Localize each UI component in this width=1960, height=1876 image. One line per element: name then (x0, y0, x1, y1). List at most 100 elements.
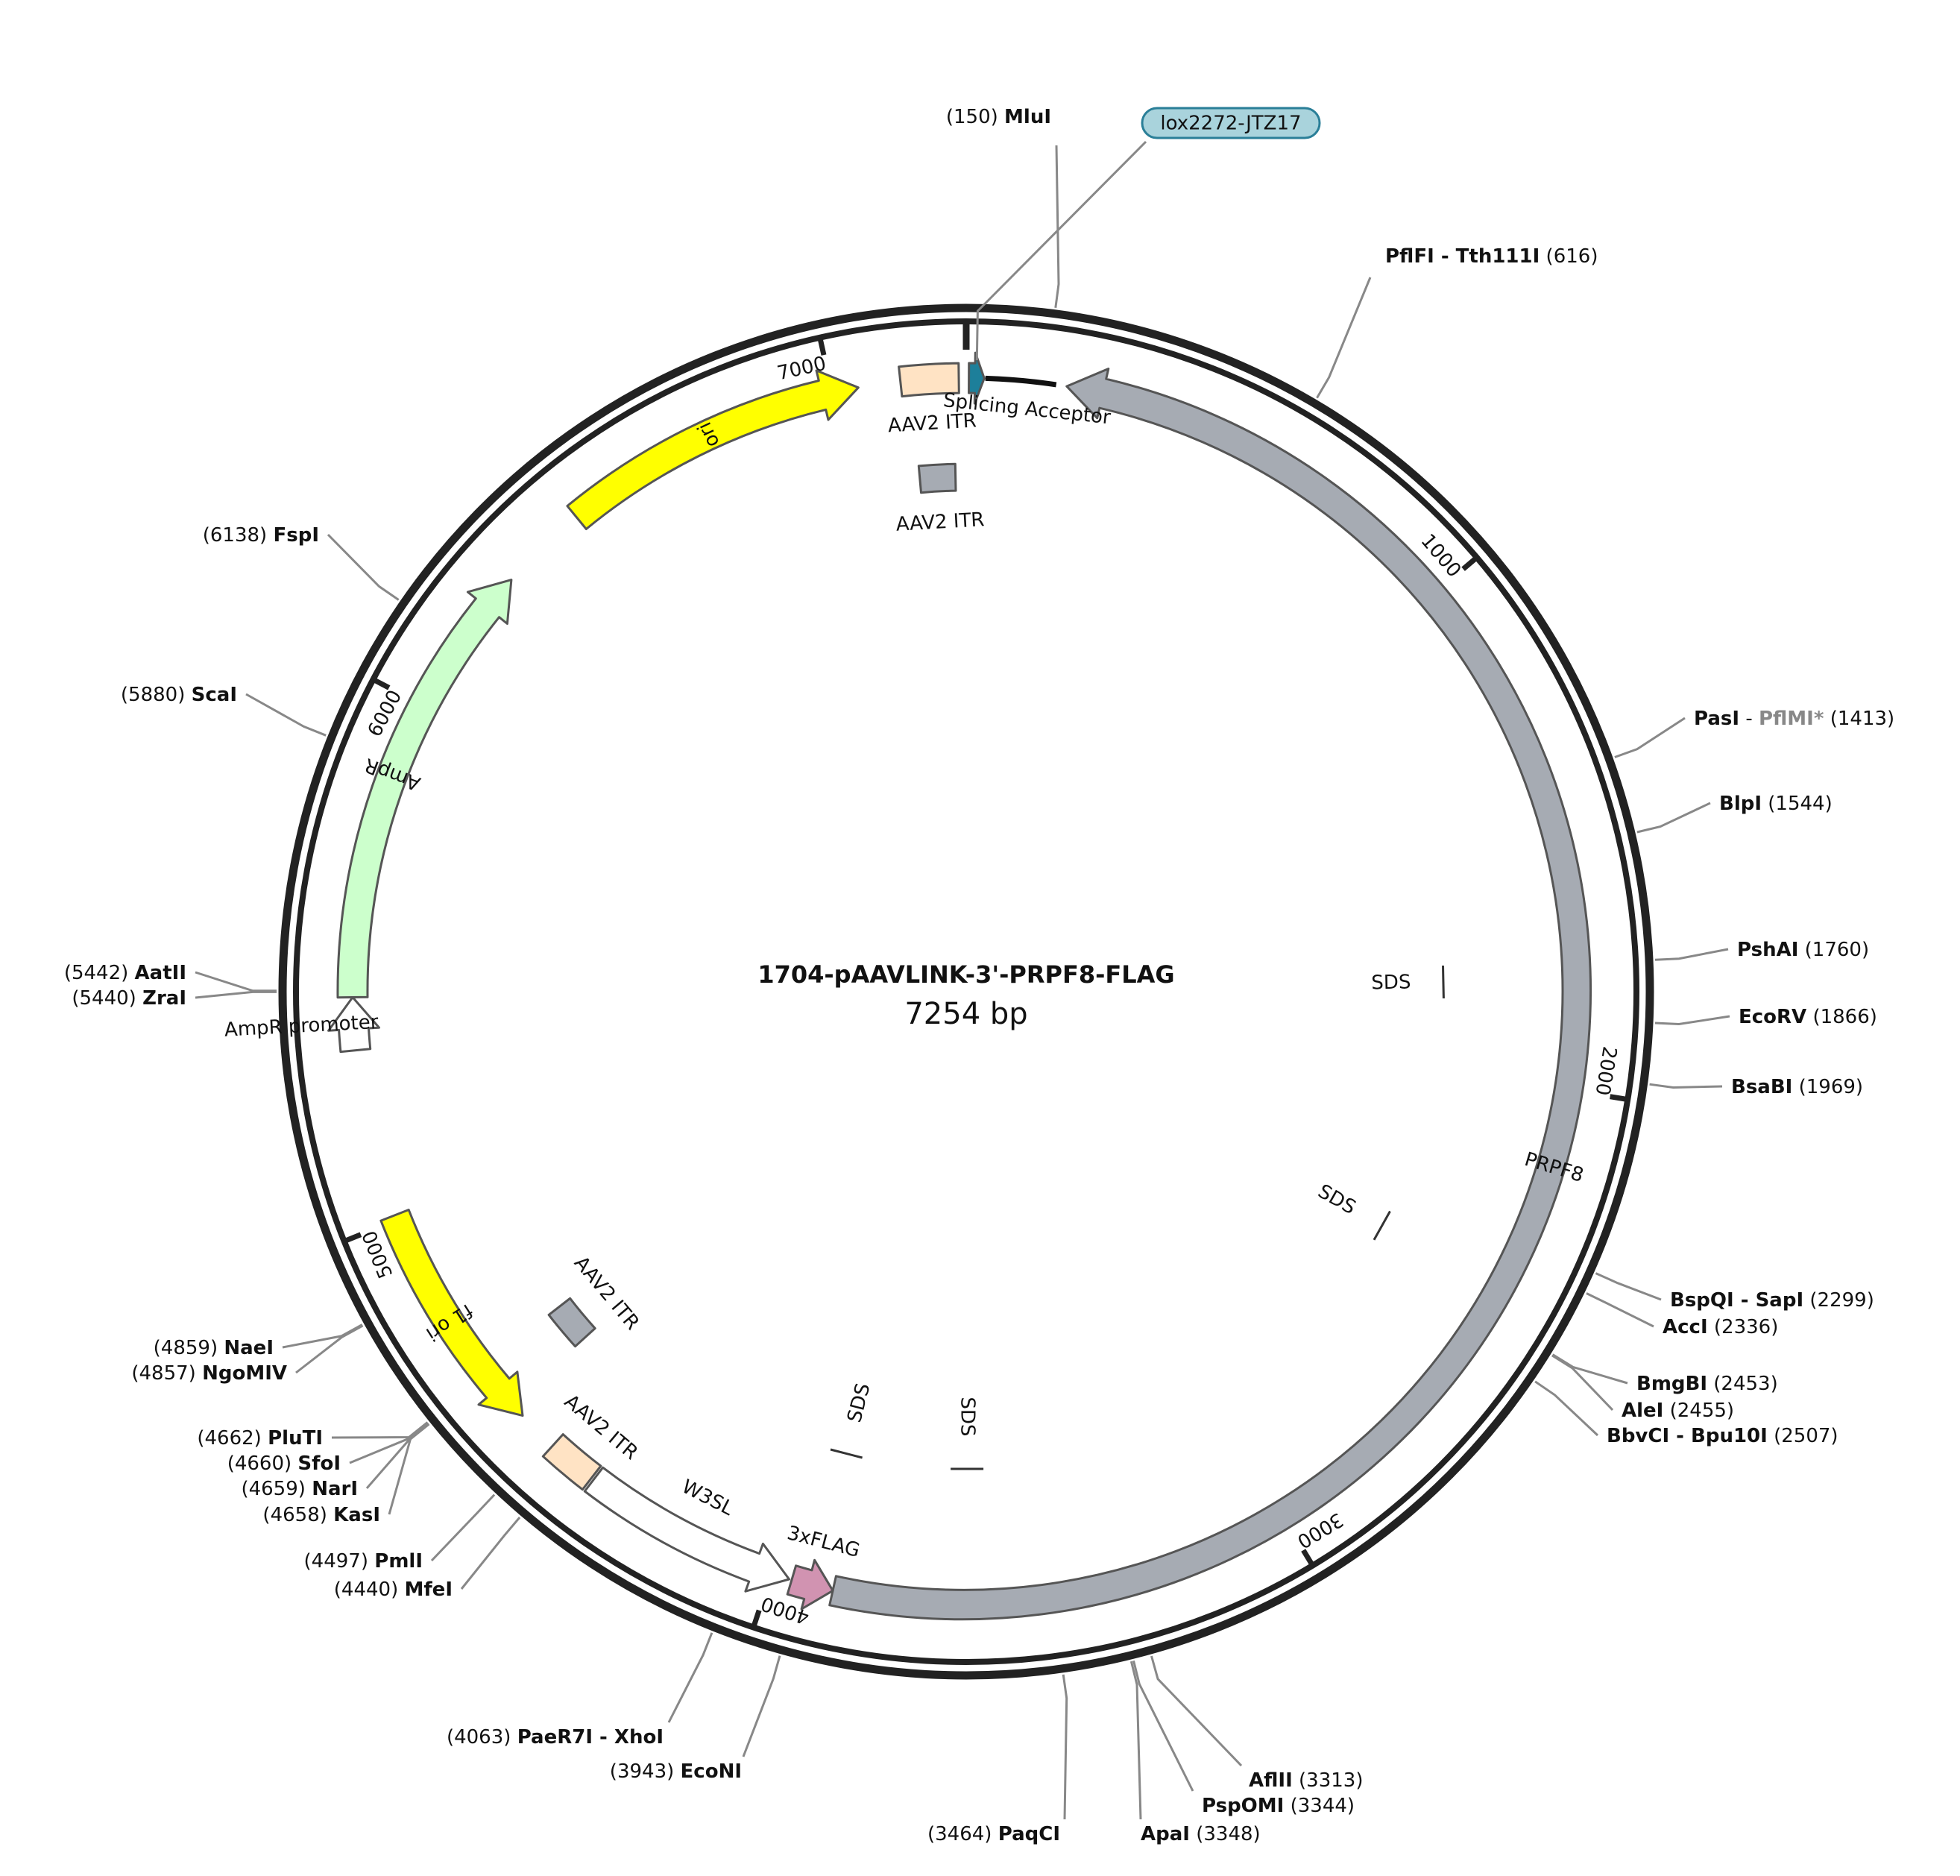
site-spacer (368, 1550, 374, 1573)
tick-mark (1461, 555, 1479, 571)
site-enzyme: FspI (273, 524, 319, 547)
site-enzyme: MluI (1004, 106, 1051, 128)
site-enzyme: PflFI - Tth111I (1385, 245, 1540, 268)
site-spacer (1540, 245, 1545, 268)
site-leader (195, 990, 277, 999)
site-position: (3943) (610, 1760, 674, 1783)
site-position: (4857) (131, 1362, 195, 1385)
site-label: EcoRV (1866) (1739, 1006, 1877, 1028)
site-label: BmgBI (2453) (1636, 1373, 1778, 1395)
site-label: (3464) PaqCI (927, 1823, 1060, 1845)
site-position: (4497) (304, 1550, 368, 1573)
site-label: (4063) PaeR7I - XhoI (447, 1726, 664, 1748)
site-spacer: - (1739, 708, 1759, 730)
tick-mark (1610, 1094, 1628, 1103)
feature-prpf8 (828, 368, 1592, 1621)
site-position: (616) (1546, 245, 1598, 268)
site-spacer (262, 1427, 268, 1450)
lox2272-tag (1141, 107, 1321, 139)
feature-f1-ori (379, 1209, 524, 1417)
feature-w3sl (583, 1466, 790, 1593)
site-leader (295, 1324, 364, 1374)
site-spacer (267, 524, 273, 547)
site-leader (1062, 1674, 1068, 1820)
tick-mark (343, 1232, 362, 1244)
site-position: (3464) (927, 1823, 992, 1845)
site-leader (1054, 145, 1060, 308)
site-spacer (1806, 1006, 1812, 1028)
site-position: (1544) (1768, 793, 1832, 815)
site-label: (4662) PluTI (197, 1427, 323, 1450)
site-enzyme: ZraI (142, 987, 186, 1010)
site-position: (2299) (1809, 1289, 1874, 1312)
site-spacer (674, 1760, 680, 1783)
site-position: (6138) (203, 524, 267, 547)
site-position: (2507) (1774, 1425, 1838, 1447)
site-spacer (1762, 793, 1768, 815)
site-position: (4063) (447, 1726, 511, 1748)
site-leader (1551, 1353, 1628, 1385)
tick-mark (1301, 1549, 1315, 1567)
site-leader (1132, 1660, 1194, 1792)
feature-ampr (336, 579, 513, 999)
site-enzyme: PaeR7I - XhoI (517, 1726, 664, 1748)
site-spacer (1190, 1823, 1196, 1845)
site-spacer (292, 1452, 297, 1475)
site-leader (1649, 1083, 1723, 1089)
site-label: (150) MluI (946, 106, 1051, 128)
site-spacer (218, 1337, 224, 1359)
site-position: (4660) (227, 1452, 292, 1475)
site-leader (667, 1632, 713, 1723)
site-leader (1595, 1272, 1662, 1301)
feature-label-w3sl: W3SL (678, 1476, 737, 1520)
site-position: (1866) (1812, 1006, 1877, 1028)
site-enzyme: PluTI (268, 1427, 323, 1450)
site-leader (349, 1422, 429, 1464)
site-position: (150) (946, 106, 998, 128)
site-spacer (1768, 1425, 1774, 1447)
tick-label: 2000 (1590, 1045, 1620, 1097)
site-label: BlpI (1544) (1719, 793, 1833, 815)
site-leader (430, 1493, 496, 1562)
site-spacer (1707, 1373, 1713, 1395)
site-position: (2336) (1714, 1316, 1778, 1338)
site-position: (5440) (72, 987, 136, 1010)
site-label: BspQI - SapI (2299) (1670, 1289, 1874, 1312)
site-leader (1316, 277, 1372, 399)
feature-3xflag (786, 1558, 834, 1611)
site-enzyme: KasI (333, 1504, 380, 1526)
site-leader (245, 693, 327, 737)
site-leader (195, 971, 277, 992)
site-label: (4857) NgoMIV (131, 1362, 287, 1385)
site-enzyme: ScaI (192, 684, 237, 706)
site-position: (3313) (1299, 1769, 1363, 1792)
sds-label: SDS (843, 1381, 875, 1425)
site-label: (4660) SfoI (227, 1452, 341, 1475)
site-label: PflFI - Tth111I (616) (1385, 245, 1598, 268)
site-enzyme: AatII (135, 962, 186, 984)
lox-leader (975, 140, 1147, 361)
site-enzyme: SfoI (297, 1452, 341, 1475)
plasmid-name: 1704-pAAVLINK-3'-PRPF8-FLAG (757, 960, 1174, 989)
feature-label-3xflag: 3xFLAG (785, 1522, 863, 1562)
feature-aav2-itr (547, 1297, 596, 1348)
site-spacer (185, 684, 191, 706)
site-spacer (306, 1478, 312, 1500)
site-spacer (1708, 1316, 1714, 1338)
site-leader (1150, 1655, 1243, 1767)
tick-mark (751, 1609, 762, 1628)
site-enzyme: PshAI (1737, 939, 1798, 961)
site-enzyme-extra: PflMI* (1759, 708, 1824, 730)
site-enzyme: BsaBI (1731, 1076, 1792, 1098)
site-label: (5880) ScaI (121, 684, 237, 706)
site-spacer (1803, 1289, 1809, 1312)
site-enzyme: AleI (1622, 1400, 1663, 1422)
site-enzyme: MfeI (405, 1578, 453, 1601)
feature-ori (566, 369, 860, 530)
site-leader (1654, 948, 1729, 961)
site-label: BbvCI - Bpu10I (2507) (1607, 1425, 1838, 1447)
site-label: PshAI (1760) (1737, 939, 1869, 961)
site-enzyme: AccI (1663, 1316, 1708, 1338)
sds-mark (1442, 965, 1445, 999)
